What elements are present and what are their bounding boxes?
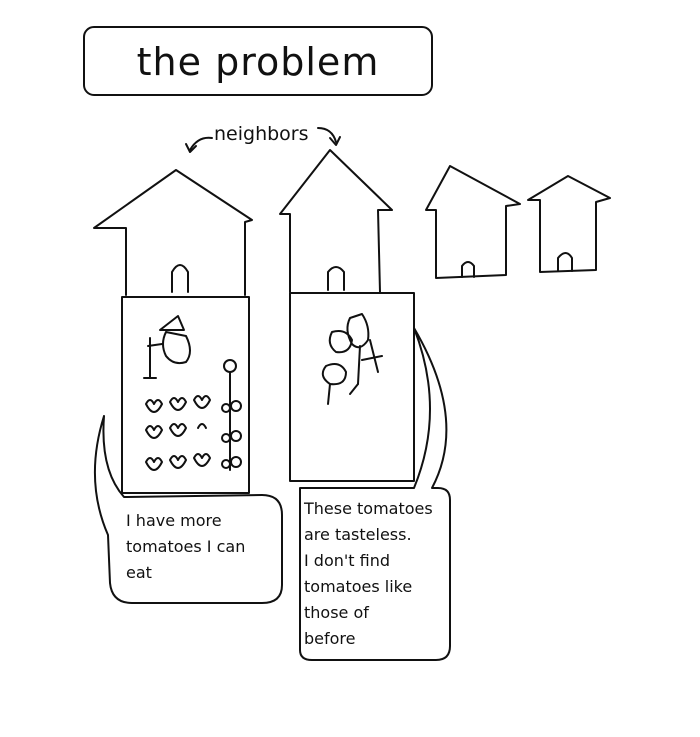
title-box	[83, 26, 433, 96]
speech-bubble-right	[299, 327, 451, 661]
speech-bubble-right-text: These tomatoes are tasteless. I don't fi…	[304, 499, 433, 648]
tomato-plants	[145, 359, 242, 471]
house-left-tall	[93, 169, 253, 494]
speech-bubble-left	[93, 415, 283, 604]
house-small-2	[527, 175, 611, 273]
gardener-figure	[143, 315, 191, 379]
speech-bubble-left-text: I have more tomatoes I can eat	[126, 511, 246, 582]
neighbors-arrows	[185, 127, 341, 153]
page-title: the problem	[136, 40, 380, 84]
neighbor-figures	[321, 313, 383, 405]
house-middle-tall	[279, 149, 415, 482]
neighbors-label: neighbors	[214, 123, 309, 145]
house-small-1	[425, 165, 521, 279]
